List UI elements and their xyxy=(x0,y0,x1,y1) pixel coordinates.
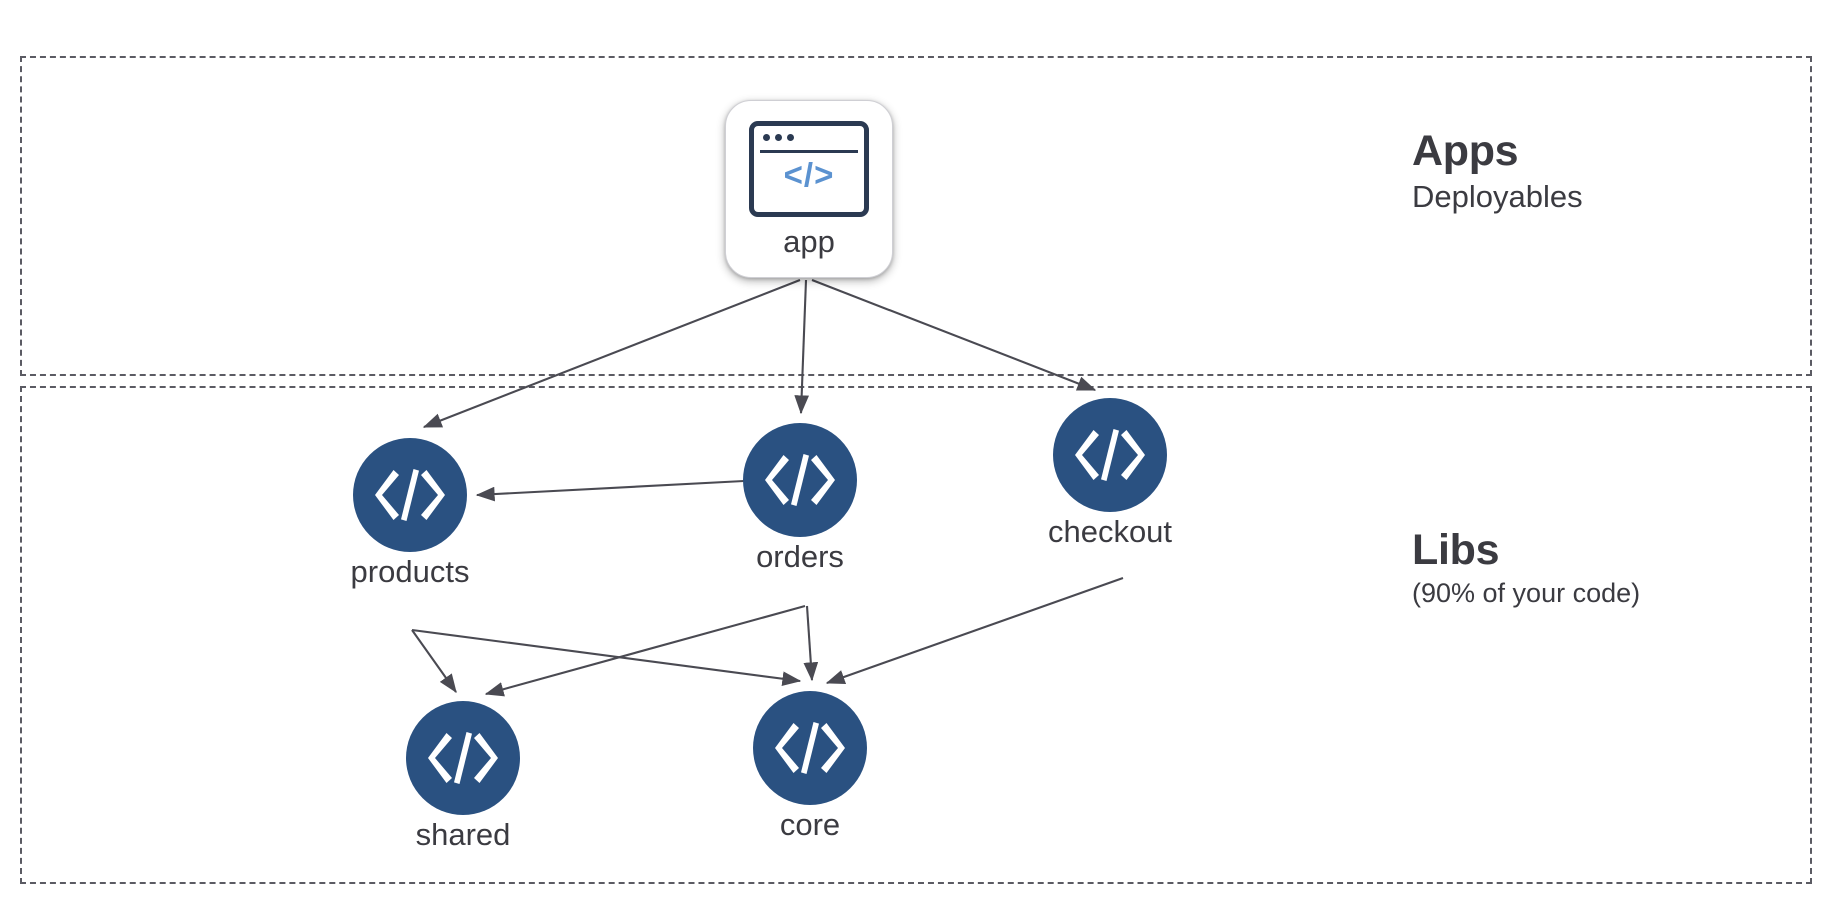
code-brackets-icon xyxy=(1053,398,1167,512)
code-brackets-glyph: </> xyxy=(783,156,835,193)
code-brackets-icon xyxy=(743,423,857,537)
zone-libs xyxy=(20,386,1812,884)
node-core[interactable]: core xyxy=(753,691,867,840)
browser-dots-icon xyxy=(763,134,794,141)
node-shared[interactable]: shared xyxy=(406,701,520,850)
node-checkout[interactable]: checkout xyxy=(1048,398,1172,547)
zone-apps-title: Apps xyxy=(1412,127,1519,175)
browser-window-code-icon: </> xyxy=(749,121,869,217)
node-core-label: core xyxy=(779,807,841,842)
zone-libs-subtitle: (90% of your code) xyxy=(1412,578,1641,609)
node-app[interactable]: </> app xyxy=(725,100,893,278)
node-checkout-label: checkout xyxy=(1047,514,1173,549)
node-orders-label: orders xyxy=(756,539,844,574)
code-brackets-icon xyxy=(406,701,520,815)
zone-apps-caption: Apps Deployables xyxy=(1412,128,1583,214)
zone-apps-subtitle: Deployables xyxy=(1412,179,1583,215)
code-brackets-icon xyxy=(353,438,467,552)
node-orders[interactable]: orders xyxy=(743,423,857,572)
node-products-label: products xyxy=(350,554,470,589)
node-shared-label: shared xyxy=(415,817,511,852)
node-app-label: app xyxy=(783,224,835,259)
zone-libs-title: Libs xyxy=(1412,526,1500,574)
node-products[interactable]: products xyxy=(351,438,469,587)
browser-titlebar-divider xyxy=(760,150,858,153)
zone-apps xyxy=(20,56,1812,376)
code-brackets-icon xyxy=(753,691,867,805)
zone-libs-caption: Libs (90% of your code) xyxy=(1412,527,1640,609)
